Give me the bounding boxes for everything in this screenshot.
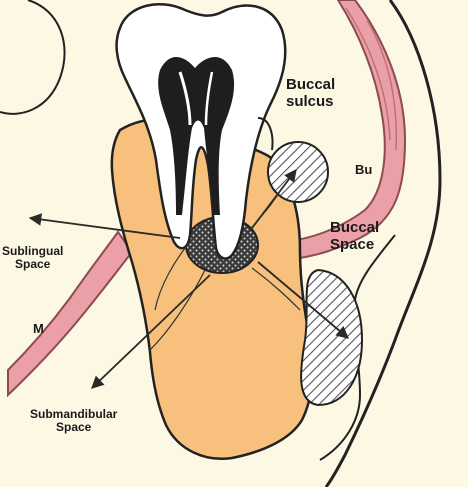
buccal-sulcus-abscess: [268, 142, 328, 202]
label-buccal-space: Buccal Space: [330, 220, 379, 253]
label-buccal-sulcus: Buccal sulcus: [286, 77, 335, 110]
label-submandibular-space: Submandibular Space: [30, 408, 117, 434]
label-buccal-sulcus-line2: sulcus: [286, 94, 335, 111]
buccal-space-abscess: [301, 270, 362, 405]
label-buccal-sulcus-line1: Buccal: [286, 77, 335, 94]
label-buccal-space-line2: Space: [330, 237, 379, 254]
label-submandibular-line2: Space: [30, 421, 117, 434]
label-bu: Bu: [355, 163, 372, 177]
label-m: M: [33, 322, 44, 336]
adjacent-tooth-outline: [0, 0, 65, 114]
label-sublingual-line2: Space: [2, 258, 63, 271]
label-buccal-space-line1: Buccal: [330, 220, 379, 237]
label-sublingual-space: Sublingual Space: [2, 245, 63, 271]
label-bu-text: Bu: [355, 162, 372, 177]
label-m-text: M: [33, 321, 44, 336]
